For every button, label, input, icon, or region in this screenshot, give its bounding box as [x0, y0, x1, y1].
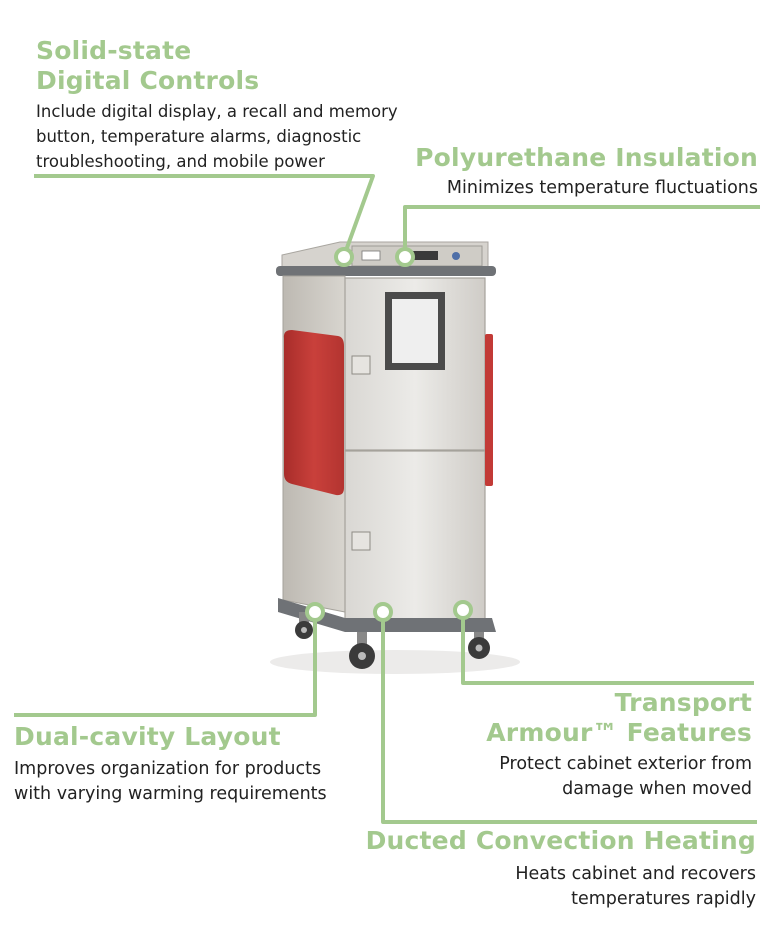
- ducted-title: Ducted Convection Heating: [365, 826, 756, 855]
- connector-transport: [461, 610, 754, 685]
- dot-transport: [453, 600, 473, 620]
- transport-desc-line2: damage when moved: [562, 779, 752, 799]
- ducted-desc-line1: Heats cabinet and recovers: [515, 864, 756, 884]
- solid-state-title-line2: Digital Controls: [36, 66, 260, 95]
- dot-dual-cavity: [305, 602, 325, 622]
- connector-solid-state: [34, 174, 375, 257]
- dual-cavity-title: Dual-cavity Layout: [14, 722, 281, 751]
- connector-insulation: [403, 205, 760, 257]
- insulation-desc: Minimizes temperature fluctuations: [446, 178, 758, 198]
- transport-title-line2: Armour™ Features: [486, 718, 752, 747]
- transport-title-line1: Transport: [614, 688, 752, 717]
- dual-cavity-desc-line2: with varying warming requirements: [14, 784, 327, 804]
- ducted-desc-line2: temperatures rapidly: [571, 889, 756, 909]
- dot-insulation: [395, 247, 415, 267]
- solid-state-title-line1: Solid-state: [36, 36, 192, 65]
- dual-cavity-desc-line1: Improves organization for products: [14, 759, 322, 779]
- transport-desc-line1: Protect cabinet exterior from: [499, 754, 752, 774]
- dot-ducted: [373, 602, 393, 622]
- dot-solid-state: [334, 247, 354, 267]
- connector-ducted: [381, 612, 757, 824]
- insulation-title: Polyurethane Insulation: [415, 143, 758, 172]
- solid-state-desc-line2: button, temperature alarms, diagnostic: [36, 127, 362, 146]
- solid-state-desc-line3: troubleshooting, and mobile power: [36, 152, 325, 171]
- connector-dual-cavity: [14, 612, 317, 717]
- solid-state-desc-line1: Include digital display, a recall and me…: [36, 102, 398, 121]
